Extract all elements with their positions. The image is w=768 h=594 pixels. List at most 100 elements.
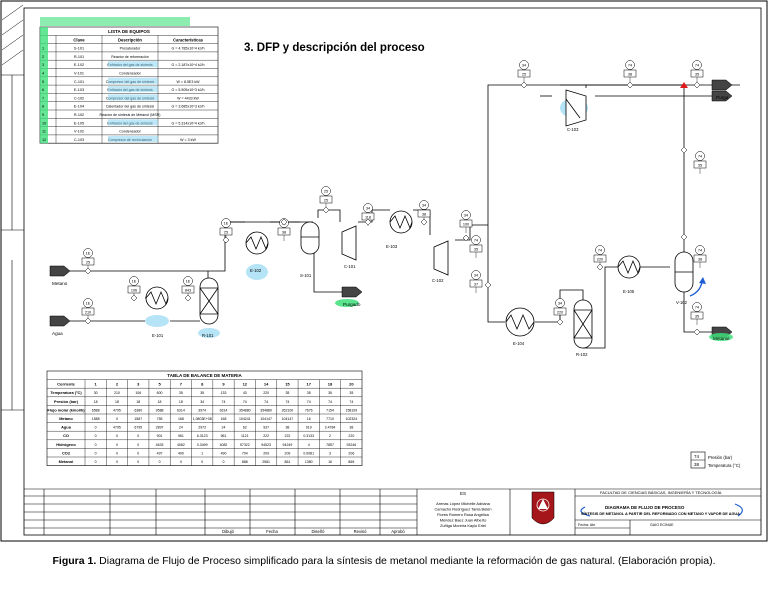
exchanger-e102	[245, 231, 269, 255]
mass-balance-cell: 16	[328, 460, 332, 464]
mass-balance-cell: 0	[95, 443, 97, 447]
stream-diamond	[626, 81, 634, 89]
methanol-label: Metanol	[713, 336, 729, 341]
mass-balance-cell: 4082	[177, 443, 185, 447]
mass-balance-cell: 1.0803E+08	[193, 417, 212, 421]
temperature-value: 35	[695, 73, 699, 77]
equipment-tag: C-101	[344, 264, 356, 269]
mass-balance-cell: 0	[137, 460, 139, 464]
mass-balance-cell: 104147	[282, 417, 294, 421]
mass-balance-cell: 9588	[156, 408, 164, 412]
faculty-name: FACULTAD DE CIENCIAS BÁSICAS, INGENIERÍA…	[600, 490, 722, 495]
equipment-description: Compresor de recirculación	[108, 138, 152, 142]
mass-balance-row-label: Temperatura (°C)	[50, 390, 82, 395]
equipment-description: Compresor del gas de síntesis	[106, 80, 155, 84]
mass-balance-cell: 0	[116, 460, 118, 464]
equipment-characteristics: G = 2.187x10^4 kJ/h	[172, 63, 205, 67]
equipment-row-index: 8	[42, 105, 44, 109]
mass-balance-cell: 1	[201, 451, 203, 455]
equipment-list-title: LISTA DE EQUIPOS	[108, 29, 150, 34]
separator-v102	[674, 251, 694, 293]
mass-balance-header: 12	[243, 382, 248, 387]
compressor-c103	[565, 89, 587, 127]
pressure-value: 74	[698, 155, 702, 159]
mass-balance-cell: 57322	[240, 443, 250, 447]
temperature-value: 35	[695, 315, 699, 319]
mass-balance-cell: 222	[263, 434, 269, 438]
mass-balance-cell: 6380	[134, 408, 142, 412]
stream-diamond	[322, 206, 330, 214]
mass-balance-cell: 0	[137, 434, 139, 438]
exchanger-e104	[505, 307, 535, 337]
process-lines	[70, 84, 740, 349]
mass-balance-cell: 3974	[198, 408, 206, 412]
revision-header: Fecha	[266, 529, 278, 534]
mass-balance-cell: 18	[136, 400, 140, 404]
separator-s101	[300, 221, 320, 255]
university-logo	[531, 491, 555, 525]
mass-balance-cell: 2581	[262, 460, 270, 464]
equipment-header: Descripción	[118, 37, 142, 42]
mass-balance-cell: 0	[116, 417, 118, 421]
mass-balance-header: 15	[285, 382, 290, 387]
author-name: Méndez Baez Juan Alberto	[440, 518, 487, 523]
description-highlight	[108, 86, 158, 93]
stream-diamond	[84, 267, 92, 275]
temperature-value: 843	[185, 289, 191, 293]
mass-balance-cell: 74	[328, 400, 332, 404]
mass-balance-cell: 133	[221, 391, 227, 395]
mass-balance-header: 20	[349, 382, 354, 387]
mass-balance-cell: 0	[95, 426, 97, 430]
mass-balance-cell: 74	[307, 400, 311, 404]
equipment-characteristics: G = 3.685x10^3 kJ/h	[172, 105, 205, 109]
footer-right: GAIO ECINUE	[650, 523, 674, 527]
temperature-value: 35	[474, 248, 478, 252]
stream-diamond	[680, 146, 688, 154]
description-highlight	[108, 135, 158, 142]
mass-balance-header: 8	[201, 382, 204, 387]
mass-balance-cell: 6.3123	[197, 434, 208, 438]
exchanger-e105	[617, 255, 641, 279]
equipment-characteristics: G = 4.785x10^4 kJ/h	[172, 47, 205, 51]
equipment-row-index: 6	[42, 88, 44, 92]
equipment-row-index: 1	[42, 47, 44, 51]
stream-diamond	[462, 234, 470, 242]
stream-diamond	[184, 294, 192, 302]
equipment-tag: E-104	[513, 341, 525, 346]
mass-balance-cell: 35	[285, 391, 289, 395]
mass-balance-cell: 93246	[346, 443, 356, 447]
mass-balance-cell: 18	[94, 400, 98, 404]
mass-balance-cell: 74	[264, 400, 268, 404]
mass-balance-header: 1	[95, 382, 98, 387]
temperature-value: 220	[557, 311, 563, 315]
methane-label: Metano	[52, 281, 68, 286]
equipment-tag: E-101	[152, 333, 164, 338]
stream-diamond	[130, 294, 138, 302]
outer-frame	[0, 0, 768, 542]
mass-balance-cell: 7154	[326, 408, 334, 412]
mass-balance-cell: 209	[285, 451, 291, 455]
mass-balance-cell: 0.3499	[197, 443, 208, 447]
mass-balance-cell: 1588	[92, 417, 100, 421]
equipment-code: C-101	[74, 80, 84, 84]
mass-balance-cell: 168	[221, 417, 227, 421]
temperature-value: 118	[365, 216, 371, 220]
mass-balance-cell: 0	[223, 460, 225, 464]
equipment	[145, 89, 694, 349]
temperature-value: 38	[628, 73, 632, 77]
equipment-tag: E-102	[250, 268, 262, 273]
temperature-value: 25	[522, 73, 526, 77]
caption-label: Figura 1.	[52, 555, 97, 567]
stream-diamond	[693, 81, 701, 89]
equipment-code: C-102	[74, 96, 84, 100]
mass-balance-cell: 0	[201, 460, 203, 464]
description-highlight	[108, 77, 158, 84]
temperature-value: 38	[698, 258, 702, 262]
author-name: Camacho Rodríguez Tania Belén	[434, 507, 491, 512]
